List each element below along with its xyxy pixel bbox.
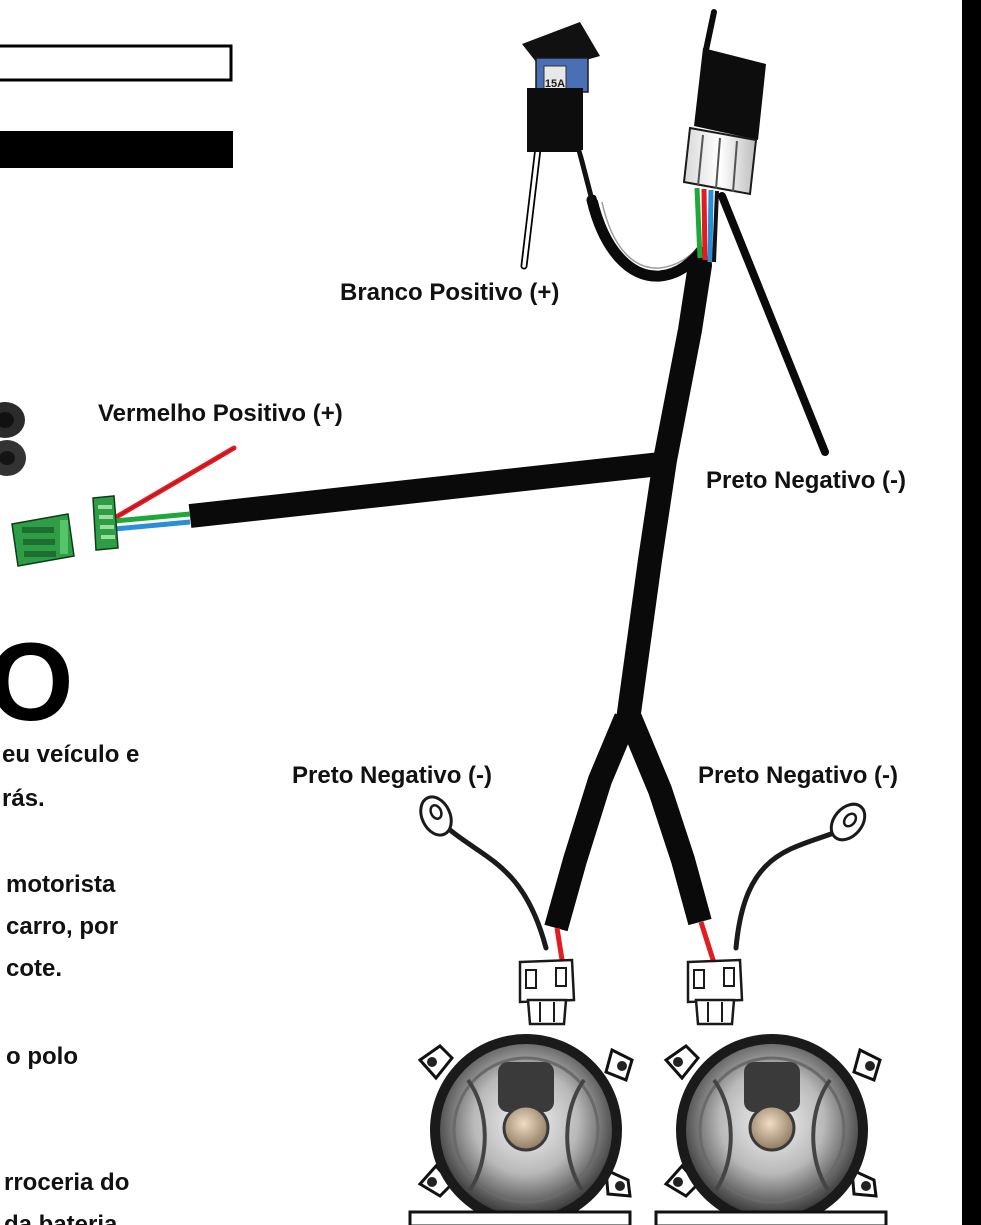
label-preto-negativo-right: Preto Negativo (-) — [698, 762, 898, 789]
green-connector-female — [11, 513, 75, 567]
fuse-rating-label: 15A — [545, 78, 565, 90]
relay-ground-wire — [718, 192, 829, 456]
right-fog-lamp — [654, 1034, 888, 1225]
blank-box-outline — [0, 44, 233, 82]
label-branco-positivo: Branco Positivo (+) — [340, 279, 559, 306]
fuse-holder: 15A — [522, 22, 600, 201]
grommet-photo — [0, 402, 26, 476]
instruction-line-1: eu veículo e — [2, 741, 139, 768]
label-preto-negativo-left: Preto Negativo (-) — [292, 762, 492, 789]
green-connector-male — [92, 495, 119, 551]
main-harness — [188, 194, 712, 932]
instruction-line-7: rroceria do — [4, 1169, 129, 1196]
left-lamp-plug — [518, 958, 576, 1026]
label-vermelho-positivo: Vermelho Positivo (+) — [98, 400, 343, 427]
page-border-right — [962, 0, 981, 1225]
instruction-line-4: carro, por — [6, 913, 118, 940]
instruction-line-3: motorista — [6, 871, 116, 898]
right-ground-ring — [733, 802, 867, 951]
instruction-line-6: o polo — [6, 1043, 78, 1070]
right-lamp-plug — [686, 958, 744, 1026]
left-ground-ring — [419, 795, 549, 951]
white-positive-wire — [520, 144, 542, 270]
instruction-line-5: cote. — [6, 955, 62, 982]
instruction-line-8: da bateria — [4, 1211, 118, 1225]
black-bar — [0, 131, 233, 168]
label-preto-negativo-relay: Preto Negativo (-) — [706, 467, 906, 494]
cropped-heading: O — [0, 621, 74, 744]
left-fog-lamp — [408, 1034, 634, 1225]
right-lamp-red-wire — [698, 921, 718, 967]
relay — [682, 9, 766, 263]
input-connector-wires — [114, 445, 237, 532]
instruction-line-2: rás. — [2, 785, 45, 812]
